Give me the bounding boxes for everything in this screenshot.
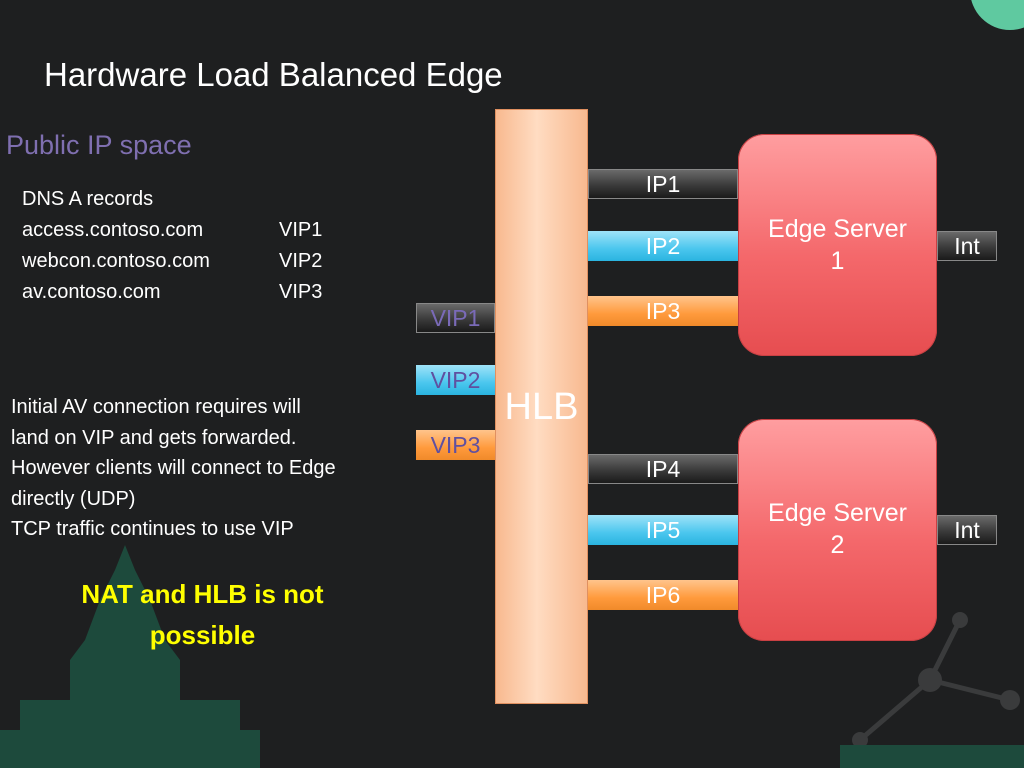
- page-title: Hardware Load Balanced Edge: [44, 56, 503, 93]
- av-connection-note: Initial AV connection requires will land…: [11, 392, 411, 545]
- note-line: land on VIP and gets forwarded.: [11, 426, 297, 449]
- ip6-bar: IP6: [588, 580, 738, 610]
- vip3-bar: VIP3: [416, 430, 495, 460]
- edge-server-2-int-bar: Int: [937, 515, 997, 545]
- dns-record-name: access.contoso.com: [22, 219, 204, 241]
- dns-record-vip: VIP1: [279, 219, 323, 241]
- edge-server-1-label: Edge Server 1: [738, 213, 937, 277]
- note-line: directly (UDP): [11, 487, 136, 510]
- ip1-bar: IP1: [588, 169, 738, 199]
- ip3-bar: IP3: [588, 296, 738, 326]
- building-silhouette-decoration: [0, 545, 1024, 768]
- edge-server-2-label: Edge Server 2: [738, 497, 937, 561]
- subtitle: Public IP space: [6, 130, 192, 160]
- dns-heading: DNS A records: [22, 188, 154, 210]
- note-line: Initial AV connection requires will: [11, 396, 301, 418]
- hlb-box: [495, 109, 588, 704]
- vip2-bar: VIP2: [416, 365, 495, 395]
- dns-record-vip: VIP2: [279, 250, 323, 272]
- server-name: Edge Server: [768, 215, 907, 243]
- nat-hlb-warning: NAT and HLB is not possible: [81, 579, 324, 650]
- dns-record-name: av.contoso.com: [22, 281, 161, 303]
- note-line: However clients will connect to Edge: [11, 457, 336, 479]
- server-name: Edge Server: [768, 499, 907, 527]
- ip2-bar: IP2: [588, 231, 738, 261]
- edge-server-1-int-bar: Int: [937, 231, 997, 261]
- dns-record-vip: VIP3: [279, 281, 323, 303]
- edge-server-2-box: [738, 419, 937, 641]
- server-number: 1: [830, 247, 845, 275]
- ip4-bar: IP4: [588, 454, 738, 484]
- edge-server-1-box: [738, 134, 937, 356]
- ip5-bar: IP5: [588, 515, 738, 545]
- note-line: TCP traffic continues to use VIP: [11, 518, 294, 540]
- hlb-label: HLB: [504, 386, 579, 428]
- server-number: 2: [830, 531, 845, 559]
- corner-circle-decoration: [971, 0, 1024, 30]
- dns-record-name: webcon.contoso.com: [22, 250, 210, 272]
- vip1-bar: VIP1: [416, 303, 495, 333]
